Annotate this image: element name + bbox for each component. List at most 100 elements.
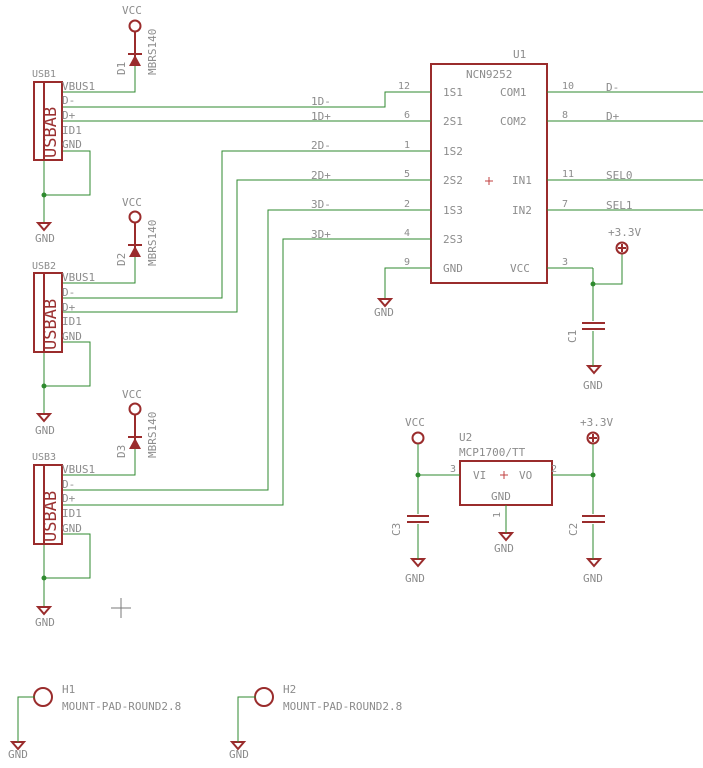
- gnd-label: GND: [494, 542, 514, 555]
- usb-pin-label: ID1: [62, 507, 82, 520]
- u1-pin-name: 1S3: [443, 204, 463, 217]
- usb-pin-label: VBUS1: [62, 463, 95, 476]
- gnd-icon: GND: [229, 741, 249, 761]
- gnd-label: GND: [583, 572, 603, 585]
- d1-ref: D1: [115, 62, 128, 75]
- u2-vi-label: VI: [473, 469, 486, 482]
- usb2-connector: USB2 USBAB VBUS1 D- D+ ID1 GND: [32, 261, 95, 353]
- d3-ref: D3: [115, 445, 128, 458]
- c2-ref: C2: [567, 523, 580, 536]
- usb3-body-label: USBAB: [41, 491, 61, 542]
- vcc-label: VCC: [122, 4, 142, 17]
- diode-d1: VCC D1 MBRS140: [115, 4, 159, 75]
- u1-body: [430, 63, 548, 284]
- usb2-ref: USB2: [32, 261, 56, 272]
- u1-ref: U1: [513, 48, 526, 61]
- usb1-connector: USB1 USBAB VBUS1 D- D+ ID1 GND: [32, 69, 95, 161]
- u1-pin-name: COM1: [500, 86, 527, 99]
- usb3-ref: USB3: [32, 452, 56, 463]
- u2-pin-num: 3: [450, 464, 456, 475]
- u1-pin-name: IN1: [512, 174, 532, 187]
- u2-gnd-label: GND: [491, 490, 511, 503]
- h2-value: MOUNT-PAD-ROUND2.8: [283, 700, 402, 713]
- junction: [41, 383, 47, 389]
- gnd-label: GND: [35, 616, 55, 629]
- usb-pin-label: D-: [62, 286, 75, 299]
- net-label-3dm: 3D-: [311, 198, 331, 211]
- junction: [41, 575, 47, 581]
- gnd-icon: GND: [583, 558, 603, 585]
- vcc-icon: [128, 210, 142, 224]
- u1-pin-num: 6: [404, 110, 410, 121]
- usb-pin-label: GND: [62, 330, 82, 343]
- d2-value: MBRS140: [146, 220, 159, 266]
- usb-pin-label: D+: [62, 301, 76, 314]
- usb-pin-label: GND: [62, 522, 82, 535]
- junction: [41, 192, 47, 198]
- gnd-label: GND: [405, 572, 425, 585]
- u1-pin-num: 2: [404, 199, 410, 210]
- u2-ref: U2: [459, 431, 472, 444]
- u1-pin-num: 8: [562, 110, 568, 121]
- u2-pin-num: 1: [492, 512, 503, 518]
- gnd-icon: GND: [35, 222, 55, 245]
- v33-label: +3.3V: [580, 416, 613, 429]
- net-label-2dm: 2D-: [311, 139, 331, 152]
- usb-pin-label: D+: [62, 109, 76, 122]
- d2-ref: D2: [115, 253, 128, 266]
- u1-pin-name: 2S1: [443, 115, 463, 128]
- signal-nets: 1D- 1D+ 2D- 2D+ 3D- 3D+: [41, 60, 391, 606]
- u1-pin-num: 9: [404, 257, 410, 268]
- net-label-1dp: 1D+: [311, 110, 331, 123]
- h2-ref: H2: [283, 683, 296, 696]
- gnd-icon: GND: [35, 606, 55, 629]
- gnd-icon: GND: [374, 298, 394, 319]
- u1-pin-name: 2S3: [443, 233, 463, 246]
- u1-left-pins: 12 6 1 5 2 4 9 1S1 2S1 1S2 2S2 1S3 2S3 G…: [391, 81, 463, 275]
- u1-pin-name: 2S2: [443, 174, 463, 187]
- mount-hole-h2: H2 MOUNT-PAD-ROUND2.8: [237, 683, 402, 742]
- h1-ref: H1: [62, 683, 75, 696]
- v33-label: +3.3V: [608, 226, 641, 239]
- plus-3v3-icon: [586, 431, 600, 445]
- usb1-ref: USB1: [32, 69, 56, 80]
- gnd-label: GND: [374, 306, 394, 319]
- u1-pin-name: IN2: [512, 204, 532, 217]
- usb-pin-label: ID1: [62, 315, 82, 328]
- u1-right-pins: 10 8 11 7 3 COM1 COM2 IN1 IN2 VCC D- D+ …: [500, 81, 703, 275]
- u1-pin-name: VCC: [510, 262, 530, 275]
- net-label-sel0: SEL0: [606, 169, 633, 182]
- u1-pin-name: 1S2: [443, 145, 463, 158]
- plus-3v3-icon: [615, 241, 629, 255]
- u1-switch: U1 NCN9252 12 6 1 5 2 4 9 1S1 2S1 1S2 2S…: [384, 48, 703, 298]
- u1-value: NCN9252: [466, 68, 512, 81]
- vcc-icon: [411, 431, 425, 445]
- net-label-2dp: 2D+: [311, 169, 331, 182]
- u1-pin-name: COM2: [500, 115, 527, 128]
- usb-pin-label: VBUS1: [62, 271, 95, 284]
- usb1-body-label: USBAB: [41, 107, 61, 158]
- diode-d3: VCC D3 MBRS140: [115, 388, 159, 458]
- u1-pin-num: 5: [404, 169, 410, 180]
- u1-pin-num: 10: [562, 81, 574, 92]
- vcc-icon: [128, 402, 142, 416]
- net-label-3dp: 3D+: [311, 228, 331, 241]
- u2-value: MCP1700/TT: [459, 446, 526, 459]
- u2-vo-label: VO: [519, 469, 532, 482]
- u1-pin-num: 1: [404, 140, 410, 151]
- gnd-label: GND: [583, 379, 603, 392]
- usb2-body-label: USBAB: [41, 299, 61, 350]
- u2-pin-num: 2: [551, 464, 557, 475]
- u1-pin-name: GND: [443, 262, 463, 275]
- u2-regulator: U2 MCP1700/TT VI VO GND 3 2 1 VCC C3 +3.…: [390, 416, 613, 559]
- gnd-symbols: GND GND GND GND GND GND GND GND: [8, 222, 603, 761]
- gnd-icon: GND: [583, 365, 603, 392]
- usb-pin-label: VBUS1: [62, 80, 95, 93]
- net-label-1dm: 1D-: [311, 95, 331, 108]
- net-label-dp: D+: [606, 110, 620, 123]
- d1-value: MBRS140: [146, 29, 159, 75]
- vcc-icon: [128, 19, 142, 33]
- usb-pin-label: ID1: [62, 124, 82, 137]
- gnd-icon: GND: [405, 558, 427, 585]
- u1-pin-name: 1S1: [443, 86, 463, 99]
